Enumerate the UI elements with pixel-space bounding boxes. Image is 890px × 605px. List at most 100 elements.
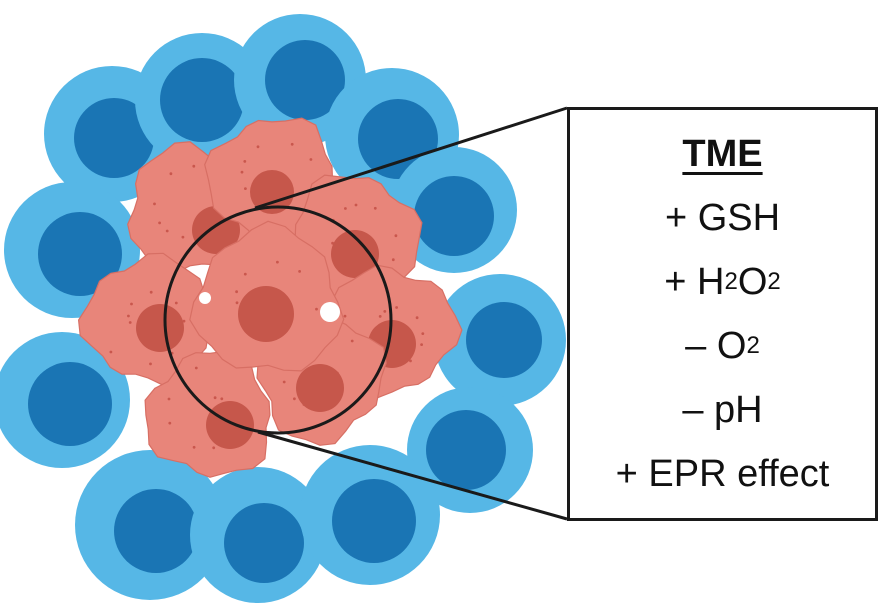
tumor-cell-granule bbox=[391, 258, 395, 262]
tme-factor-sign: – bbox=[685, 325, 717, 367]
normal-cell-layer bbox=[0, 14, 566, 603]
tumor-cell-granule bbox=[109, 350, 113, 354]
tme-factor-text: pH bbox=[714, 389, 763, 431]
tumor-cell-granule bbox=[167, 397, 171, 401]
cell-nucleus bbox=[28, 362, 112, 446]
tumor-cell-granule bbox=[420, 343, 423, 346]
tumor-cell-granule bbox=[182, 319, 186, 323]
tumor-cell-granule bbox=[256, 145, 260, 149]
tumor-cell-granule bbox=[409, 359, 412, 363]
cell-nucleus bbox=[224, 503, 304, 583]
tumor-cell-granule bbox=[220, 397, 224, 401]
tumor-cell-granule bbox=[244, 187, 247, 191]
tme-factor-text: H bbox=[697, 261, 725, 303]
tumor-cell-nucleus bbox=[136, 304, 184, 352]
tumor-cell-granule bbox=[168, 421, 172, 425]
tumor-cell-granule bbox=[343, 314, 347, 318]
cell-nucleus bbox=[414, 176, 494, 256]
tumor-cell bbox=[144, 350, 271, 478]
cell-nucleus bbox=[332, 479, 416, 563]
tumor-cell-granule bbox=[276, 260, 279, 264]
tumor-cell-nucleus bbox=[296, 364, 344, 412]
tme-factor-text: EPR effect bbox=[648, 453, 830, 495]
tumor-cell-granule bbox=[181, 235, 185, 239]
callout-line-bottom bbox=[257, 430, 568, 521]
tumor-cell-granule bbox=[378, 315, 382, 318]
tumor-cell-granule bbox=[126, 314, 130, 318]
tumor-cell-granule bbox=[395, 306, 398, 309]
tme-factor-epr-effect: + EPR effect bbox=[616, 442, 830, 506]
tumor-cell-granule bbox=[192, 164, 196, 168]
tme-factor-sign: + bbox=[664, 261, 697, 303]
tumor-cell-granule bbox=[344, 207, 347, 210]
tme-factor-sign: + bbox=[615, 453, 649, 495]
tumor-cell-granule bbox=[298, 270, 301, 273]
tumor-cell-nucleus bbox=[250, 170, 294, 214]
cell-nucleus bbox=[114, 489, 198, 573]
cell-nucleus bbox=[160, 58, 244, 142]
tumor-cell-nucleus bbox=[331, 230, 379, 278]
callout-line-top bbox=[254, 106, 568, 210]
intercellular-gap bbox=[199, 292, 211, 304]
tme-factor-text: GSH bbox=[697, 197, 781, 239]
tumor-cell-granule bbox=[243, 160, 247, 163]
tme-factor-ph: – pH bbox=[616, 378, 830, 442]
tumor-cell bbox=[189, 220, 345, 372]
tme-factor-sign: – bbox=[682, 389, 715, 431]
tumor-cell-granule bbox=[309, 158, 313, 161]
tumor-cell-granule bbox=[169, 172, 173, 176]
normal-cell bbox=[0, 332, 130, 468]
tumor-cell-granule bbox=[282, 380, 286, 384]
tme-factor-sign: + bbox=[664, 197, 698, 239]
cell-nucleus bbox=[38, 212, 122, 296]
tumor-cell-granule bbox=[213, 396, 217, 400]
cell-nucleus bbox=[426, 410, 506, 490]
cell-nucleus bbox=[265, 40, 345, 120]
tumor-cell-granule bbox=[415, 316, 419, 320]
tumor-cell-granule bbox=[293, 397, 296, 401]
tumor-cell-nucleus bbox=[206, 401, 254, 449]
tme-factor-gsh: + GSH bbox=[616, 186, 830, 250]
tumor-cell-granule bbox=[174, 301, 178, 305]
normal-cell bbox=[190, 467, 326, 603]
tme-factor-text: O bbox=[716, 325, 747, 367]
tme-factor-text: O bbox=[737, 261, 768, 303]
zoom-circle bbox=[163, 205, 393, 435]
tumor-cell-granule bbox=[192, 445, 196, 449]
tumor-cell-granule bbox=[290, 142, 294, 146]
normal-cell bbox=[434, 274, 566, 406]
tumor-cell-granule bbox=[212, 446, 216, 450]
normal-cell bbox=[391, 147, 517, 273]
tumor-cell-granule bbox=[394, 234, 398, 238]
cell-nucleus bbox=[466, 302, 542, 378]
tumor-cell-granule bbox=[243, 272, 247, 276]
tumor-cell-granule bbox=[130, 302, 133, 306]
tumor-cell-granule bbox=[315, 307, 318, 311]
tumor-cell-granule bbox=[128, 321, 132, 324]
tumor-cell-granule bbox=[194, 366, 198, 370]
tumor-cell-nucleus bbox=[238, 286, 294, 342]
tumor-cell-granule bbox=[373, 206, 377, 210]
normal-cell bbox=[75, 450, 225, 600]
tumor-cell-granule bbox=[153, 202, 156, 206]
tumor-cell-granule bbox=[354, 203, 358, 207]
normal-cell bbox=[300, 445, 440, 585]
tumor-cell-granule bbox=[165, 229, 169, 233]
tumor-cell-granule bbox=[421, 332, 425, 335]
tme-title: TME bbox=[682, 133, 763, 175]
tumor-cell-granule bbox=[235, 290, 239, 294]
tumor-cell-granule bbox=[149, 362, 152, 366]
tumor-cell-granule bbox=[240, 170, 244, 174]
tumor-cell bbox=[77, 252, 210, 386]
tumor-cell-granule bbox=[158, 221, 162, 225]
tumor-cell-granule bbox=[149, 290, 153, 294]
tumor-cell-granule bbox=[350, 339, 354, 343]
tumor-cell-granule bbox=[383, 310, 387, 313]
cell-nucleus bbox=[74, 98, 154, 178]
tumor-cell-granule bbox=[235, 301, 239, 305]
